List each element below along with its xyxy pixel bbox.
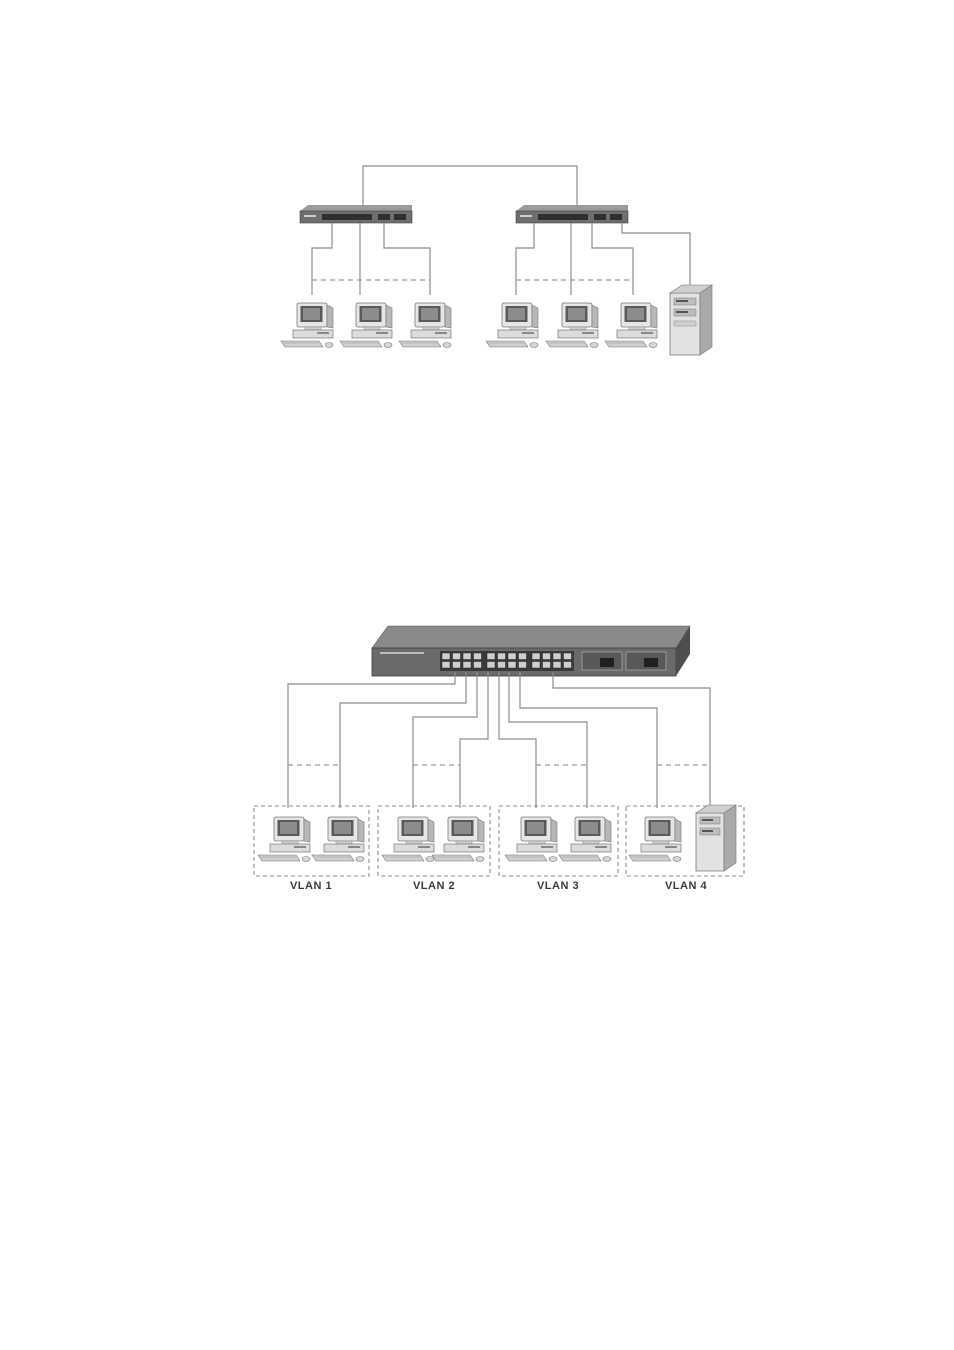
vlan-4-group bbox=[626, 806, 744, 876]
rj45-port bbox=[543, 653, 551, 660]
vlan-label-2: VLAN 2 bbox=[413, 880, 455, 892]
rj45-port bbox=[519, 653, 527, 660]
switch-ports bbox=[442, 653, 572, 668]
rj45-port bbox=[508, 653, 516, 660]
vlan-label-1: VLAN 1 bbox=[290, 880, 332, 892]
rj45-port bbox=[453, 653, 461, 660]
desktop-computer-icon bbox=[258, 817, 310, 862]
desktop-computer-icon bbox=[382, 817, 434, 862]
vlan-3-group bbox=[499, 806, 618, 876]
desktop-computer-icon bbox=[605, 303, 657, 348]
rj45-port bbox=[474, 662, 482, 669]
network-switch-icon bbox=[372, 626, 690, 676]
rj45-port bbox=[463, 662, 471, 669]
desktop-computer-icon bbox=[559, 817, 611, 862]
vlan-label-3: VLAN 3 bbox=[537, 880, 579, 892]
vlan-2-group bbox=[378, 806, 490, 876]
desktop-computer-icon bbox=[432, 817, 484, 862]
desktop-computer-icon bbox=[546, 303, 598, 348]
network-switch-icon bbox=[516, 205, 628, 223]
rj45-port bbox=[487, 653, 495, 660]
desktop-computer-icon bbox=[629, 817, 681, 862]
network-switch-icon bbox=[300, 205, 412, 223]
rj45-port bbox=[453, 662, 461, 669]
rj45-port bbox=[553, 662, 561, 669]
rj45-port bbox=[463, 653, 471, 660]
rj45-port bbox=[508, 662, 516, 669]
rj45-port bbox=[532, 662, 540, 669]
desktop-computer-icon bbox=[281, 303, 333, 348]
rj45-port bbox=[543, 662, 551, 669]
tower-server-icon bbox=[696, 805, 736, 871]
desktop-computer-icon bbox=[312, 817, 364, 862]
tower-server-icon bbox=[670, 285, 712, 355]
cascade-diagram bbox=[0, 0, 954, 400]
rj45-port bbox=[498, 662, 506, 669]
rj45-port bbox=[564, 662, 572, 669]
vlan-1-group bbox=[254, 806, 369, 876]
rj45-port bbox=[564, 653, 572, 660]
desktop-computer-icon bbox=[340, 303, 392, 348]
desktop-computer-icon bbox=[399, 303, 451, 348]
rj45-port bbox=[553, 653, 561, 660]
desktop-computer-icon bbox=[486, 303, 538, 348]
vlan-cables bbox=[288, 672, 710, 808]
rj45-port bbox=[519, 662, 527, 669]
rj45-port bbox=[442, 653, 450, 660]
rj45-port bbox=[498, 653, 506, 660]
rj45-port bbox=[487, 662, 495, 669]
desktop-computer-icon bbox=[505, 817, 557, 862]
vlan-label-4: VLAN 4 bbox=[665, 880, 707, 892]
rj45-port bbox=[442, 662, 450, 669]
rj45-port bbox=[532, 653, 540, 660]
rj45-port bbox=[474, 653, 482, 660]
